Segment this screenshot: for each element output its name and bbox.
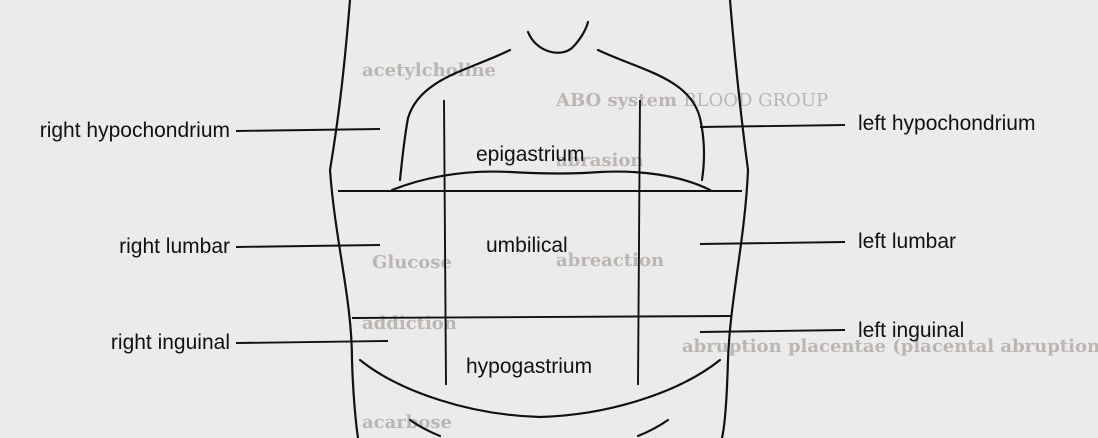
label-right-hypochondrium: right hypochondrium: [40, 119, 230, 143]
sternal-notch: [528, 22, 588, 53]
groin-mark-right: [638, 420, 668, 436]
groin-mark-left: [410, 420, 440, 436]
torso-right-outline: [722, 0, 748, 438]
leader-right-lumbar: [236, 245, 380, 247]
torso-left-outline: [330, 0, 358, 438]
right-chest-contour: [598, 50, 704, 180]
label-right-inguinal: right inguinal: [111, 331, 230, 355]
label-left-lumbar: left lumbar: [858, 230, 956, 254]
leader-left-lumbar: [700, 242, 845, 244]
label-hypogastrium: hypogastrium: [466, 355, 592, 379]
label-epigastrium: epigastrium: [476, 143, 585, 167]
label-left-hypochondrium: left hypochondrium: [858, 112, 1035, 136]
costal-margin: [392, 172, 710, 190]
lower-horizontal-line: [352, 316, 732, 318]
left-vertical-line: [444, 100, 446, 385]
right-vertical-line: [638, 100, 640, 385]
label-right-lumbar: right lumbar: [119, 235, 230, 259]
label-left-inguinal: left inguinal: [858, 319, 964, 343]
leader-left-hypochondrium: [700, 125, 845, 127]
leader-right-inguinal: [236, 341, 388, 343]
label-umbilical: umbilical: [486, 234, 568, 258]
leader-right-hypochondrium: [236, 129, 380, 131]
leader-left-inguinal: [700, 330, 845, 332]
